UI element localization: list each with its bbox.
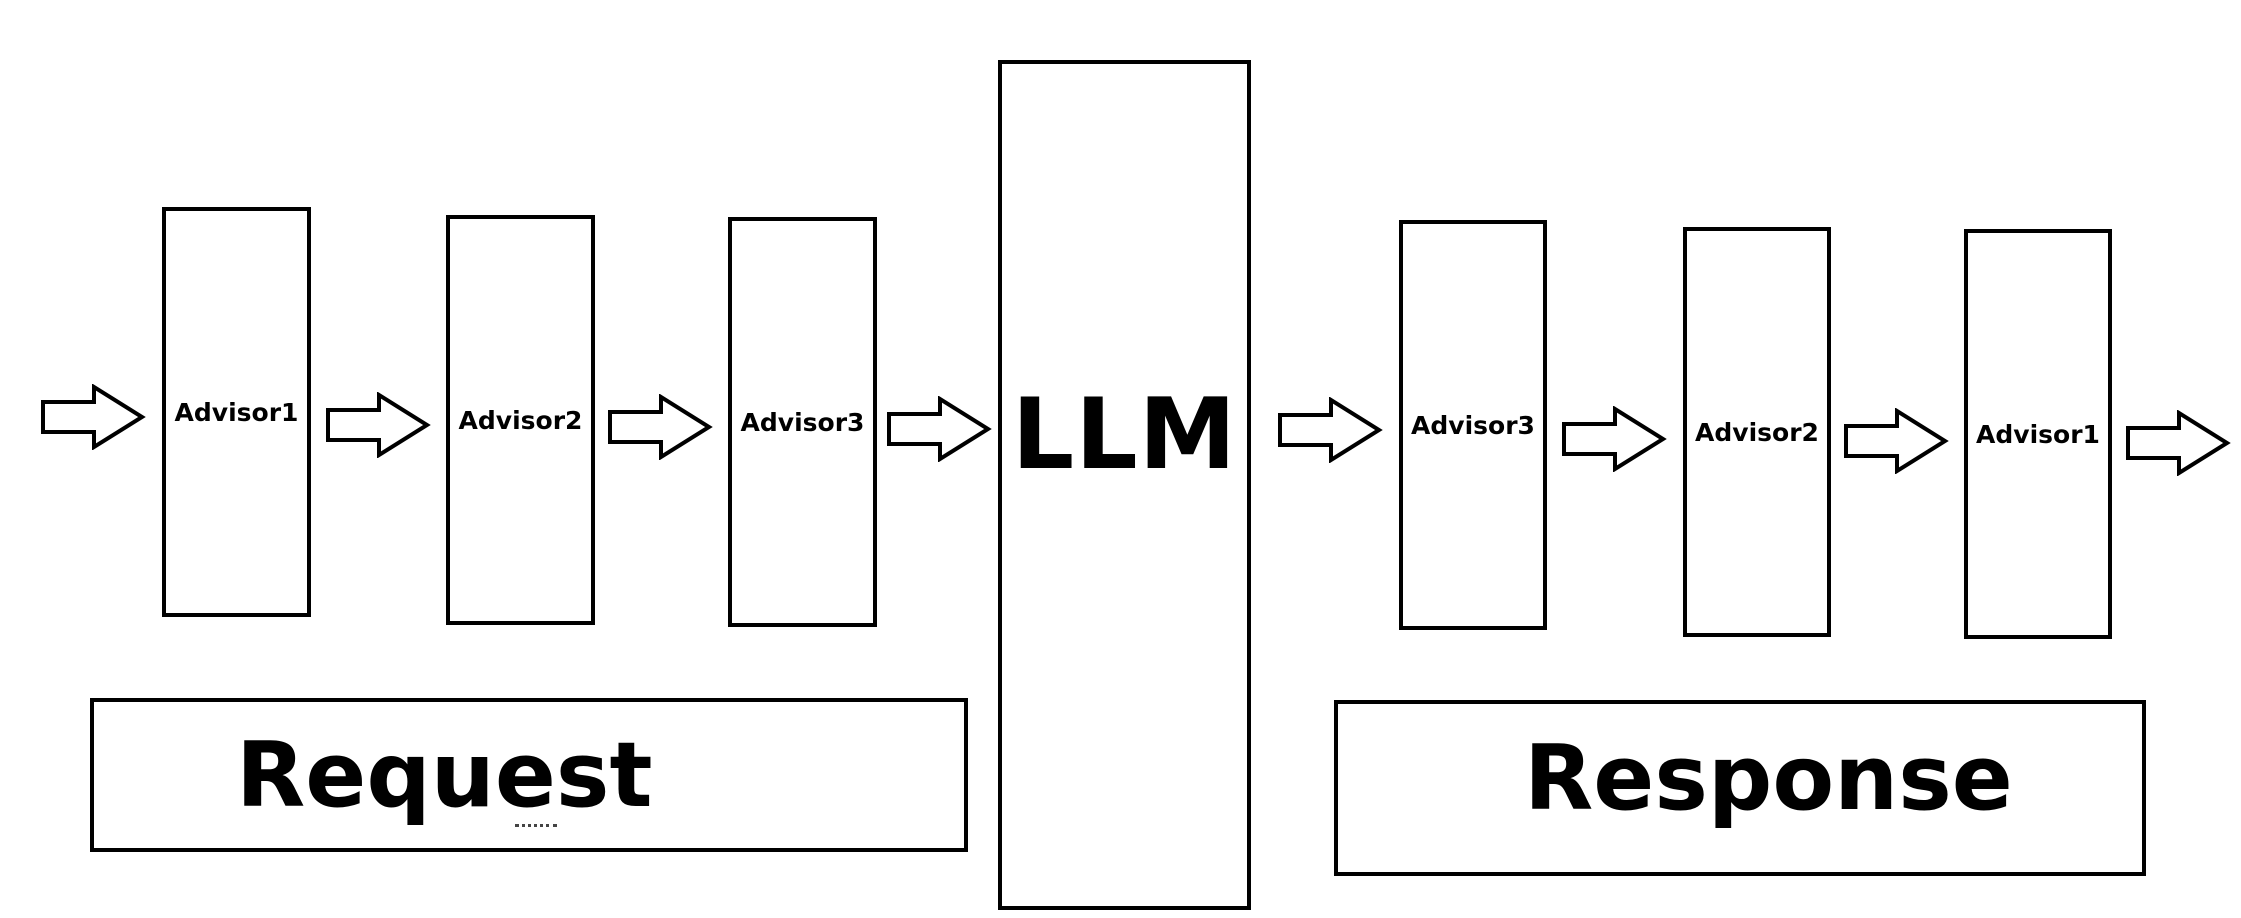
response-phase-label: Response <box>1524 725 2013 831</box>
request-advisor-3-box: Advisor3 <box>728 217 877 627</box>
request-phase-label: Request <box>236 722 653 828</box>
flow-arrow-icon <box>607 394 713 460</box>
response-advisor-2-label: Advisor2 <box>1695 417 1819 447</box>
request-advisor-2-box: Advisor2 <box>446 215 595 625</box>
spellcheck-underline <box>515 820 557 827</box>
flow-arrow-icon <box>40 384 146 450</box>
response-advisor-2-box: Advisor2 <box>1683 227 1831 637</box>
response-advisor-1-box: Advisor1 <box>1964 229 2112 639</box>
response-advisor-3-label: Advisor3 <box>1411 410 1535 440</box>
response-phase-box: Response <box>1334 700 2146 876</box>
llm-label: LLM <box>1011 378 1238 492</box>
llm-box: LLM <box>998 60 1251 910</box>
request-advisor-2-label: Advisor2 <box>458 405 583 435</box>
flow-arrow-icon <box>1843 408 1949 474</box>
response-advisor-3-box: Advisor3 <box>1399 220 1547 630</box>
flow-arrow-icon <box>1561 406 1667 472</box>
request-advisor-1-box: Advisor1 <box>162 207 311 617</box>
request-advisor-1-label: Advisor1 <box>174 397 299 427</box>
flow-arrow-icon <box>2125 410 2231 476</box>
flow-arrow-icon <box>886 396 992 462</box>
request-phase-box: Request <box>90 698 968 852</box>
response-advisor-1-label: Advisor1 <box>1976 419 2100 449</box>
flow-arrow-icon <box>1277 397 1383 463</box>
request-advisor-3-label: Advisor3 <box>740 407 865 437</box>
flow-arrow-icon <box>325 392 431 458</box>
